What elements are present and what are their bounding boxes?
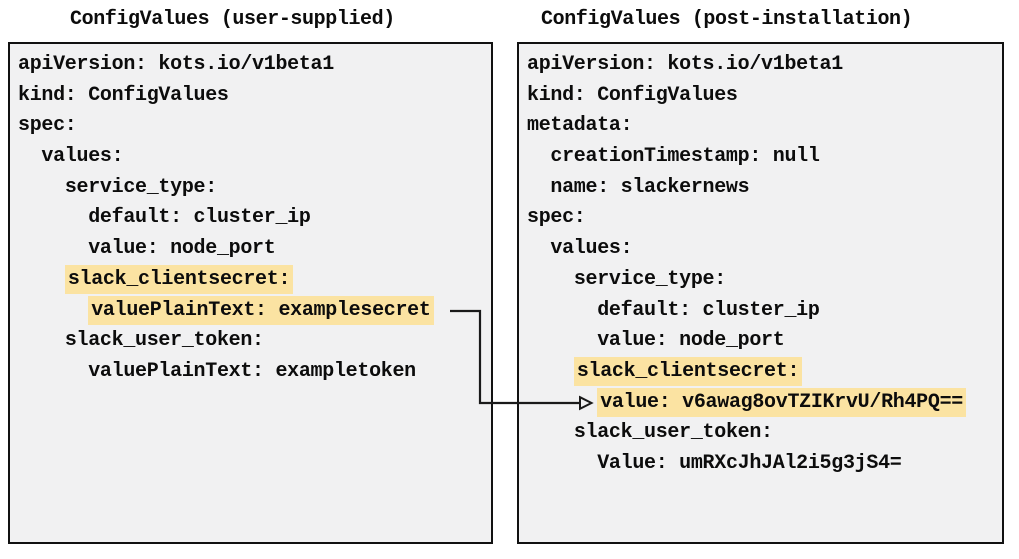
code-line: metadata:	[527, 111, 996, 142]
code-line: values:	[18, 142, 485, 173]
code-text: value: node_port	[88, 237, 276, 261]
indent	[18, 360, 88, 383]
code-text: name: slackernews	[550, 175, 750, 199]
code-text: default: cluster_ip	[88, 206, 311, 230]
code-line: slack_clientsecret:	[527, 356, 996, 388]
user-supplied-config-panel: apiVersion: kots.io/v1beta1 kind: ConfigV…	[8, 42, 493, 544]
indent	[527, 299, 597, 322]
code-line: apiVersion: kots.io/v1beta1	[527, 50, 996, 81]
code-text: kind: ConfigValues	[18, 83, 229, 107]
code-text: default: cluster_ip	[597, 298, 820, 322]
code-line: valuePlainText: examplesecret	[18, 295, 485, 327]
code-line: slack_user_token:	[18, 326, 485, 357]
code-text: apiVersion: kots.io/v1beta1	[18, 53, 334, 76]
code-line: name: slackernews	[527, 173, 996, 204]
indent	[527, 268, 574, 291]
code-line: service_type:	[527, 265, 996, 296]
indent	[527, 360, 574, 383]
indent	[527, 421, 574, 444]
code-line: default: cluster_ip	[18, 203, 485, 234]
code-text: kind: ConfigValues	[527, 83, 738, 107]
code-text: value: node_port	[597, 329, 785, 353]
indent	[527, 452, 597, 475]
code-line: service_type:	[18, 173, 485, 204]
code-line: kind: ConfigValues	[18, 81, 485, 112]
code-line: spec:	[527, 203, 996, 234]
highlighted-code-text: slack_clientsecret:	[573, 356, 803, 386]
indent	[527, 176, 550, 199]
indent	[527, 145, 550, 168]
code-line: value: v6awag8ovTZIKrvU/Rh4PQ==	[527, 387, 996, 419]
indent	[527, 237, 550, 260]
code-text: slack_user_token:	[64, 329, 264, 353]
indent	[18, 145, 41, 168]
code-line: values:	[527, 234, 996, 265]
code-line: creationTimestamp: null	[527, 142, 996, 173]
indent	[18, 329, 65, 352]
code-line: Value: umRXcJhJAl2i5g3jS4=	[527, 449, 996, 480]
indent	[527, 329, 597, 352]
code-text: values:	[550, 237, 633, 261]
code-line: valuePlainText: exampletoken	[18, 357, 485, 388]
indent	[18, 237, 88, 260]
code-line: value: node_port	[527, 326, 996, 357]
code-line: slack_clientsecret:	[18, 264, 485, 296]
indent	[18, 206, 88, 229]
post-installation-config-panel: apiVersion: kots.io/v1beta1 kind: ConfigV…	[517, 42, 1004, 544]
code-text: slack_user_token:	[573, 421, 773, 445]
code-line: apiVersion: kots.io/v1beta1	[18, 50, 485, 81]
code-line: default: cluster_ip	[527, 296, 996, 327]
indent	[18, 299, 88, 322]
code-text: metadata:	[527, 114, 633, 138]
highlighted-code-text: slack_clientsecret:	[64, 264, 294, 294]
code-line: slack_user_token:	[527, 418, 996, 449]
code-text: service_type:	[573, 267, 726, 291]
code-text: Value: umRXcJhJAl2i5g3jS4=	[597, 451, 902, 475]
code-text: valuePlainText: exampletoken	[88, 359, 416, 383]
indent	[527, 391, 597, 414]
code-text: spec:	[18, 114, 77, 138]
highlighted-code-text: valuePlainText: examplesecret	[88, 295, 434, 325]
code-text: service_type:	[64, 175, 217, 199]
highlighted-code-text: value: v6awag8ovTZIKrvU/Rh4PQ==	[597, 387, 966, 417]
indent	[18, 176, 65, 199]
indent	[18, 268, 65, 291]
user-supplied-panel-title: ConfigValues (user-supplied)	[70, 8, 395, 31]
code-text: apiVersion: kots.io/v1beta1	[527, 53, 843, 76]
code-text: values:	[41, 145, 124, 169]
code-line: value: node_port	[18, 234, 485, 265]
code-line: kind: ConfigValues	[527, 81, 996, 112]
code-text: spec:	[527, 206, 586, 230]
code-text: creationTimestamp: null	[550, 145, 820, 169]
code-line: spec:	[18, 111, 485, 142]
post-installation-panel-title: ConfigValues (post-installation)	[541, 8, 913, 31]
